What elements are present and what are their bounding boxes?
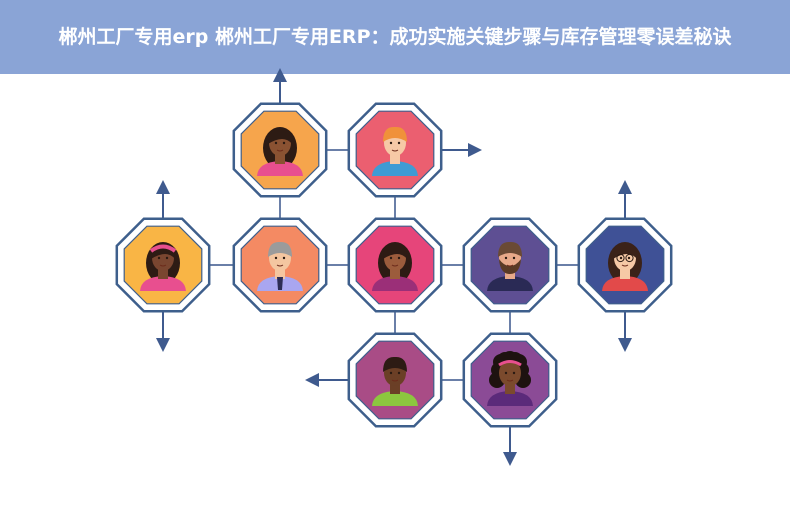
avatar-node-man-gray-hair (234, 219, 326, 311)
avatar-node-woman-headband (117, 219, 209, 311)
arrow-icon (503, 425, 517, 466)
avatar-node-woman-curly-hair (464, 334, 556, 426)
arrow-icon (273, 68, 287, 105)
avatar-node-woman-glasses (579, 219, 671, 311)
avatar-node-man-orange-hair (349, 104, 441, 196)
nodes (117, 104, 671, 426)
avatar-node-woman-center (349, 219, 441, 311)
avatar-node-man-green-shirt (349, 334, 441, 426)
arrow-icon (618, 180, 632, 220)
avatar-node-man-beard (464, 219, 556, 311)
arrow-icon (618, 310, 632, 352)
woman-curly-hair-icon (487, 351, 533, 406)
arrow-icon (440, 143, 482, 157)
arrow-icon (156, 310, 170, 352)
arrow-icon (156, 180, 170, 220)
arrow-icon (305, 373, 350, 387)
avatar-node-woman-ponytail (234, 104, 326, 196)
